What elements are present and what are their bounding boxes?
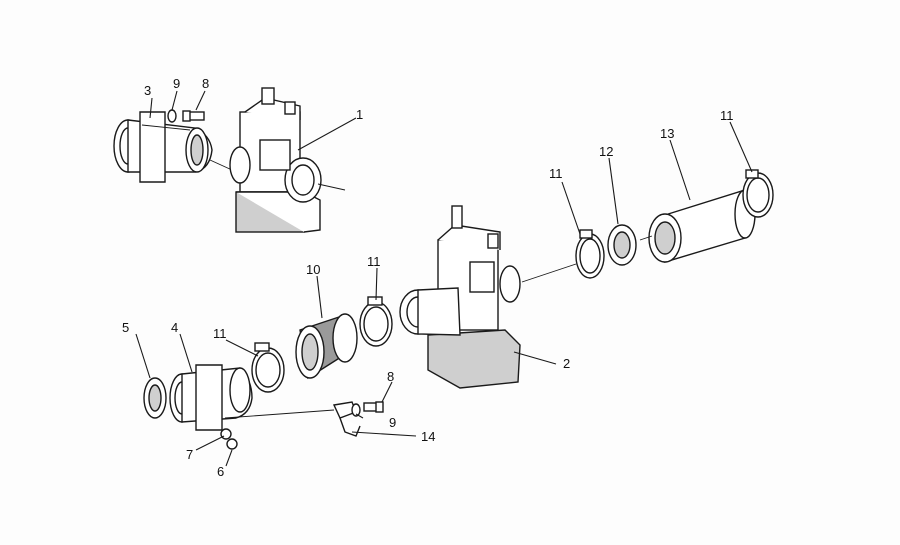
callout-9a: 9 (173, 76, 180, 91)
callout-8a: 8 (202, 76, 209, 91)
callout-11a: 11 (549, 166, 563, 181)
callout-11d: 11 (367, 254, 381, 269)
callout-1: 1 (356, 107, 363, 122)
part-11-clamp-right-a (575, 229, 605, 279)
part-11-clamp-right-b (742, 169, 774, 218)
callout-11c: 11 (213, 326, 227, 341)
part-4-intake-manifold (169, 364, 253, 431)
part-3-intake-manifold (113, 111, 213, 183)
part-1-carburettor (229, 87, 322, 233)
callout-14: 14 (421, 429, 435, 444)
part-13-air-filter (648, 189, 756, 263)
callout-10: 10 (306, 262, 320, 277)
callout-7: 7 (186, 447, 193, 462)
part-5-seal-ring (143, 377, 167, 419)
callout-labels: 3 9 8 1 11 13 12 11 10 11 5 4 11 2 8 9 1… (122, 76, 734, 479)
part-11-clamp-mid (359, 296, 393, 347)
callout-13: 13 (660, 126, 674, 141)
part-8-screw-top (182, 110, 205, 122)
callout-12: 12 (599, 144, 613, 159)
callout-9b: 9 (389, 415, 396, 430)
callout-6: 6 (217, 464, 224, 479)
part-2-carburettor (399, 205, 521, 389)
callout-8b: 8 (387, 369, 394, 384)
part-11-clamp-left (251, 342, 285, 393)
leader-lines (135, 90, 753, 467)
part-10-hose (295, 313, 358, 380)
callout-3: 3 (144, 83, 151, 98)
part-9-washer-top (167, 109, 177, 123)
part-9-washer-lower (351, 403, 361, 417)
callout-2: 2 (563, 356, 570, 371)
callout-4: 4 (171, 320, 178, 335)
callout-5: 5 (122, 320, 129, 335)
part-6-nut (226, 438, 238, 450)
part-7-washer (220, 428, 232, 440)
part-12-ring (607, 224, 637, 266)
callout-11b: 11 (720, 108, 734, 123)
part-14-bracket (332, 401, 361, 437)
part-8-screw-lower (363, 401, 384, 413)
